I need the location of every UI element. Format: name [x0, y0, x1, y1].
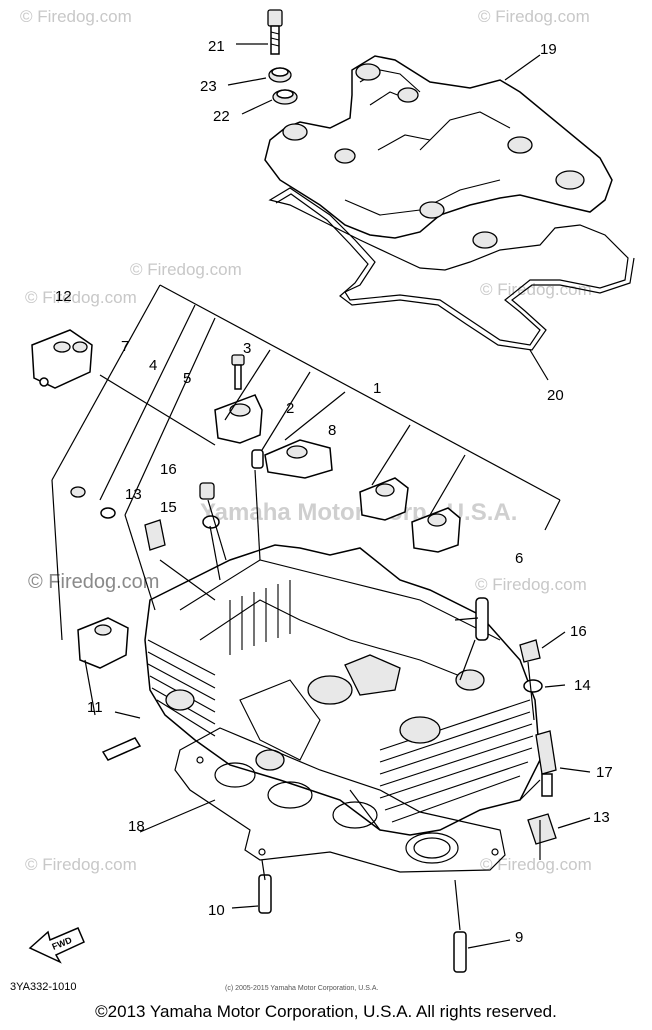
- watermark-top-right: © Firedog.com: [478, 7, 590, 26]
- watermark-right-mid: © Firedog.com: [475, 575, 587, 594]
- watermarks: © Firedog.com © Firedog.com © Firedog.co…: [20, 7, 592, 874]
- label-4: 4: [149, 357, 157, 374]
- label-16-right: 16: [570, 623, 587, 640]
- label-20: 20: [547, 387, 564, 404]
- label-22: 22: [213, 108, 230, 125]
- watermark-upper-mid: © Firedog.com: [130, 260, 242, 279]
- group-lines: [51, 284, 561, 931]
- label-9: 9: [515, 929, 523, 946]
- watermark-right-upper: © Firedog.com: [480, 280, 592, 299]
- label-15: 15: [160, 499, 177, 516]
- label-2: 2: [286, 400, 294, 417]
- label-5: 5: [183, 370, 191, 387]
- watermark-top-left: © Firedog.com: [20, 7, 132, 26]
- label-3: 3: [243, 340, 251, 357]
- label-19: 19: [540, 41, 557, 58]
- head-cover-gasket: [268, 187, 635, 351]
- label-13-upper: 13: [125, 486, 142, 503]
- label-8: 8: [328, 422, 336, 439]
- watermark-corp: Yamaha Motor Corp., U.S.A.: [200, 499, 517, 526]
- label-11: 11: [87, 699, 103, 716]
- leader-lines: [139, 43, 591, 949]
- watermark-bottom-left: © Firedog.com: [25, 855, 137, 874]
- label-13-right: 13: [593, 809, 610, 826]
- watermark-left: © Firedog.com: [25, 288, 137, 307]
- fwd-arrow: FWD: [28, 927, 85, 964]
- label-1: 1: [373, 380, 381, 397]
- label-18: 18: [128, 818, 145, 835]
- label-7: 7: [121, 338, 129, 355]
- small-copyright: (c) 2005-2015 Yamaha Motor Corporation, …: [225, 985, 378, 992]
- cover-bolt-group: [267, 9, 298, 105]
- watermark-bottom-right: © Firedog.com: [480, 855, 592, 874]
- small-parts: [31, 329, 557, 973]
- label-14: 14: [574, 677, 591, 694]
- cylinder-head: [144, 544, 541, 836]
- footer-copyright: ©2013 Yamaha Motor Corporation, U.S.A. A…: [95, 1002, 557, 1021]
- label-12: 12: [55, 288, 72, 305]
- head-gasket: [174, 727, 506, 873]
- label-17: 17: [596, 764, 613, 781]
- watermark-mid-left: © Firedog.com: [28, 571, 159, 593]
- diagram-code: 3YA332-1010: [10, 981, 76, 993]
- label-16-upper: 16: [160, 461, 177, 478]
- label-6: 6: [515, 550, 523, 567]
- label-23: 23: [200, 78, 217, 95]
- label-21: 21: [208, 38, 225, 55]
- part-labels: 21 23 22 19 20 12 7 4 5 3 1 2 8 16 13 15…: [55, 38, 613, 946]
- head-cover: [264, 55, 613, 249]
- label-10: 10: [208, 902, 225, 919]
